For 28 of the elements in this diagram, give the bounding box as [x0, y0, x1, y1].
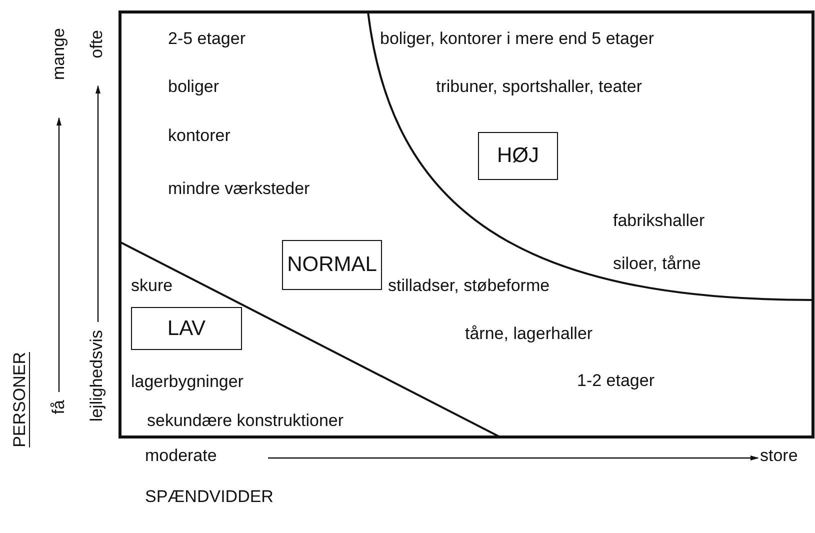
axis-label: ofte — [88, 30, 107, 58]
category-label: tribuner, sportshaller, teater — [436, 78, 642, 97]
category-label: skure — [131, 277, 173, 296]
category-label: kontorer — [168, 127, 230, 146]
zone-label: HØJ — [497, 144, 539, 168]
category-label: mindre værksteder — [168, 180, 310, 199]
zone-label-box — [131, 307, 242, 350]
category-label: stilladser, støbeforme — [388, 277, 550, 296]
zone-label: LAV — [167, 316, 206, 340]
category-label: lagerbygninger — [131, 373, 244, 392]
category-label: 2-5 etager — [168, 30, 246, 49]
axis-label: mange — [50, 28, 69, 80]
axis-label: PERSONER — [11, 352, 30, 448]
zone-label-box — [282, 240, 382, 290]
category-label: store — [760, 447, 798, 466]
axis-label: få — [50, 400, 69, 414]
zone-label: NORMAL — [287, 253, 377, 277]
category-label: 1-2 etager — [577, 372, 654, 391]
category-label: fabrikshaller — [613, 212, 705, 231]
category-label: SPÆNDVIDDER — [145, 488, 274, 507]
category-label: moderate — [145, 447, 217, 466]
category-label: tårne, lagerhaller — [465, 325, 593, 344]
category-label: boliger — [168, 78, 220, 97]
category-label: boliger, kontorer i mere end 5 etager — [380, 30, 654, 49]
zone-label-box — [478, 132, 558, 180]
axis-label: lejlighedsvis — [88, 330, 107, 422]
category-label: sekundære konstruktioner — [147, 412, 344, 431]
category-label: siloer, tårne — [613, 255, 701, 274]
